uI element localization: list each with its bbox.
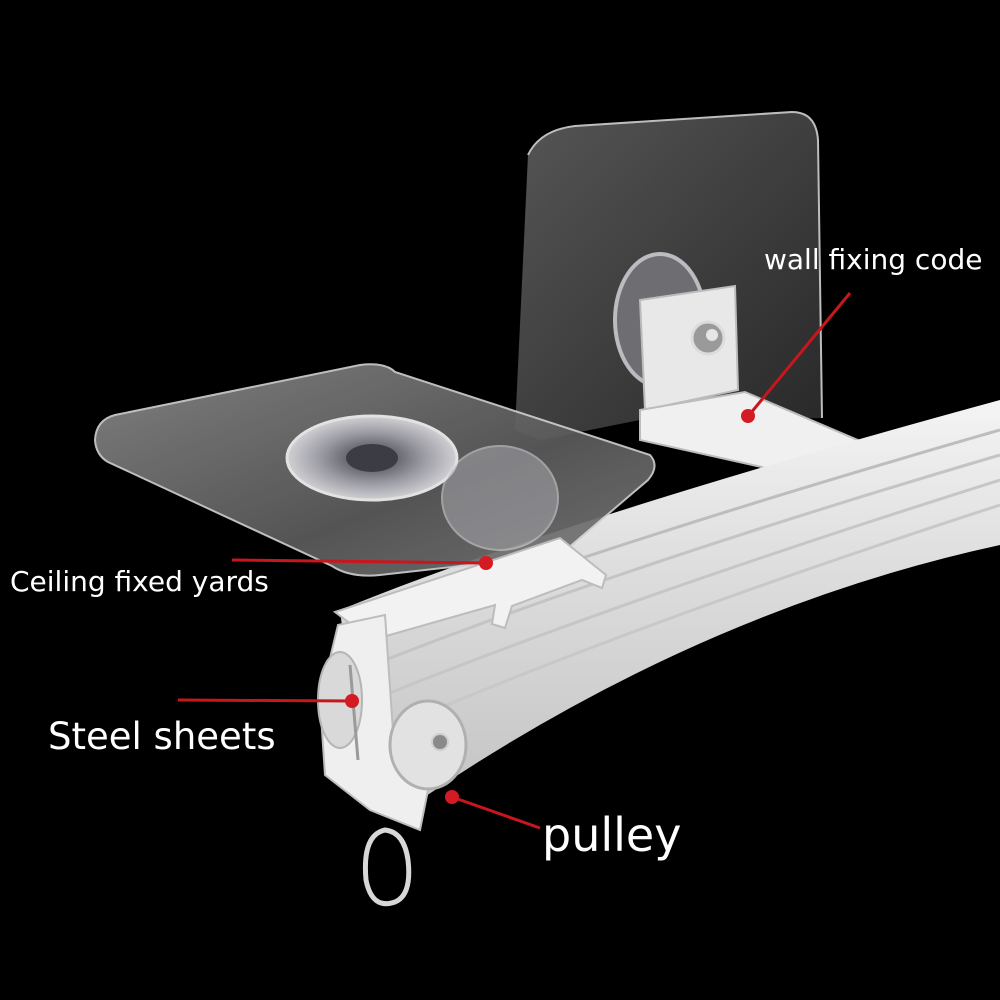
curtain-rail: [340, 400, 1000, 800]
ceiling-adhesive-plate: [93, 363, 656, 577]
steel-pointer-line: [177, 698, 353, 703]
steel-sheets-label: Steel sheets: [48, 715, 276, 758]
end-runner: [317, 613, 468, 907]
ceiling-pointer-line: [231, 558, 486, 565]
wall-bracket: [638, 284, 902, 530]
wall-pointer-line: [743, 292, 852, 421]
pulley-wheel: [388, 699, 468, 791]
ceiling-fixed-label: Ceiling fixed yards: [10, 565, 269, 598]
hook-ring: [362, 827, 412, 907]
steel-sheet-edge: [348, 664, 360, 761]
pulley-pointer-line: [451, 795, 541, 830]
pointer-lines: [177, 292, 852, 830]
ceiling-bracket: [332, 536, 608, 642]
pulley-label: pulley: [542, 808, 682, 862]
wall-fixing-label: wall fixing code: [764, 243, 983, 276]
